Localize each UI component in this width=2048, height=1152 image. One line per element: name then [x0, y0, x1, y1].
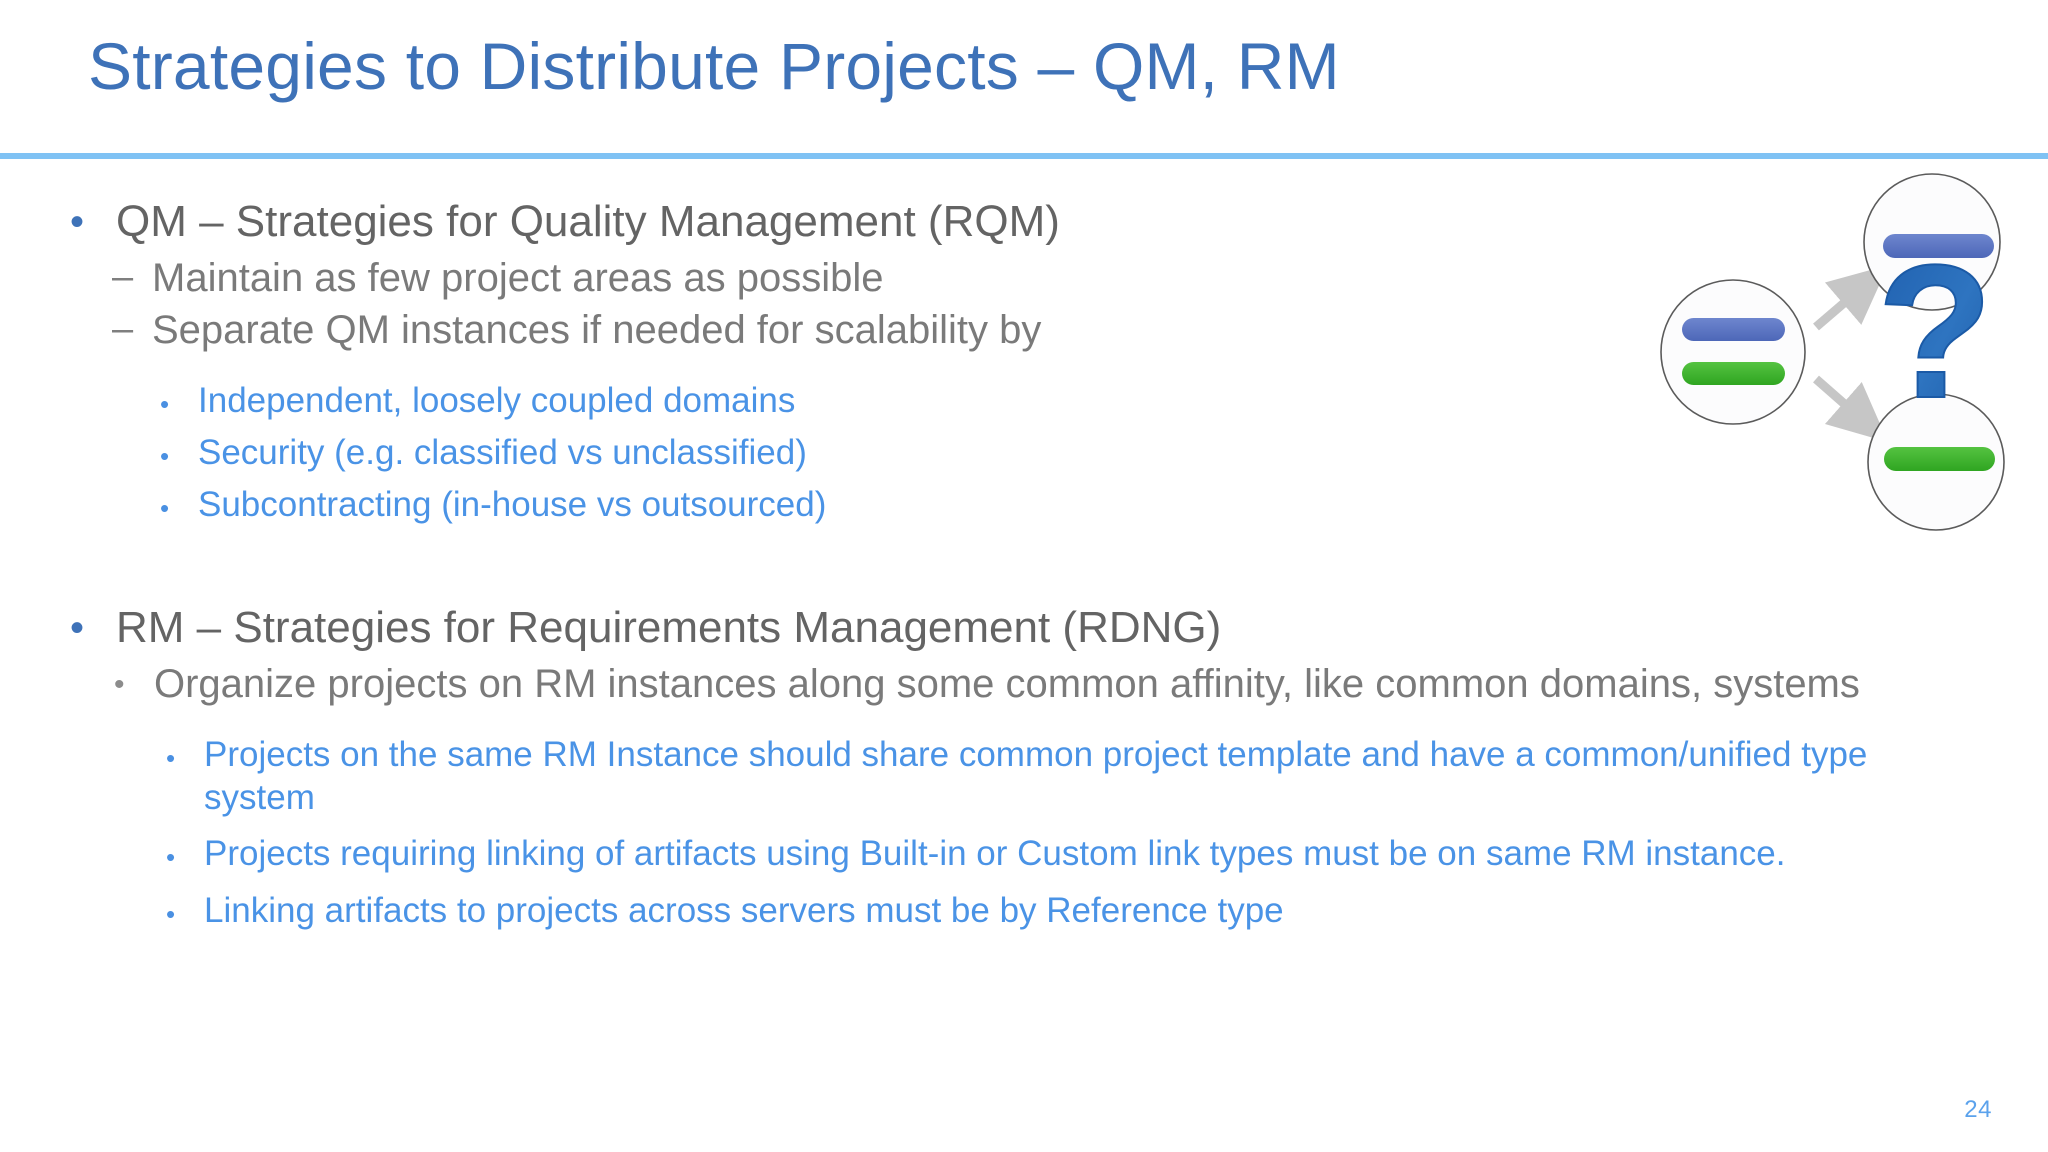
bullet-dash-icon: – [112, 307, 134, 350]
title-divider [0, 153, 2048, 159]
spacer [70, 712, 1970, 734]
svg-text:?: ? [1877, 226, 1993, 438]
bullet-dot-icon: • [166, 842, 176, 873]
bullet-dot-icon: • [114, 667, 125, 701]
bullet-qm-sub-0: – Maintain as few project areas as possi… [112, 254, 1970, 302]
bullet-text: Subcontracting (in-house vs outsourced) [198, 484, 827, 524]
bullet-dot-icon: • [160, 440, 170, 471]
split-arrows [1813, 265, 1889, 443]
bullet-dot-icon: • [166, 742, 176, 773]
slide-body: • QM – Strategies for Quality Management… [70, 196, 1970, 947]
bullet-qm-detail-1: • Security (e.g. classified vs unclassif… [160, 432, 1970, 474]
bullet-text: Separate QM instances if needed for scal… [152, 307, 1042, 352]
bullet-rm-detail-0: • Projects on the same RM Instance shoul… [166, 734, 1886, 819]
section-spacer [70, 536, 1970, 602]
bullet-dot-icon: • [160, 388, 170, 419]
bullet-text: Linking artifacts to projects across ser… [204, 890, 1284, 930]
bullet-dot-icon: • [160, 492, 170, 523]
bullet-rm-detail-1: • Projects requiring linking of artifact… [166, 833, 1886, 876]
target-circle-blue [1863, 173, 2001, 311]
bullet-dot-icon: • [70, 200, 85, 244]
bullet-qm-heading: • QM – Strategies for Quality Management… [70, 196, 1970, 248]
bullet-text: QM – Strategies for Quality Management (… [116, 197, 1060, 246]
bullet-dash-icon: – [112, 255, 134, 298]
target-circle-green [1867, 393, 2005, 531]
bullet-text: Independent, loosely coupled domains [198, 380, 796, 420]
bullet-qm-detail-0: • Independent, loosely coupled domains [160, 380, 1970, 422]
bullet-text: Organize projects on RM instances along … [154, 661, 1860, 706]
bullet-text: RM – Strategies for Requirements Managem… [116, 602, 1222, 652]
question-mark-icon: ? [1876, 225, 1994, 439]
bullet-rm-detail-2: • Linking artifacts to projects across s… [166, 890, 1886, 933]
source-circle [1660, 279, 1806, 425]
bullet-text: Security (e.g. classified vs unclassifie… [198, 432, 807, 472]
bullet-text: Projects requiring linking of artifacts … [204, 834, 1786, 874]
bullet-qm-sub-1: – Separate QM instances if needed for sc… [112, 306, 1970, 354]
bullet-dot-icon: • [166, 898, 176, 929]
bullet-text: Maintain as few project areas as possibl… [152, 255, 884, 300]
bullet-qm-detail-2: • Subcontracting (in-house vs outsourced… [160, 484, 1970, 526]
project-split-diagram: ? [1630, 172, 2030, 532]
page-title: Strategies to Distribute Projects – QM, … [88, 29, 1340, 103]
bullet-rm-sub-0: • Organize projects on RM instances alon… [114, 660, 1970, 708]
bullet-dot-icon: • [70, 605, 85, 650]
bullet-text: Projects on the same RM Instance should … [204, 734, 1868, 817]
bullet-rm-heading: • RM – Strategies for Requirements Manag… [70, 602, 1970, 654]
page-number: 24 [1964, 1096, 1992, 1123]
